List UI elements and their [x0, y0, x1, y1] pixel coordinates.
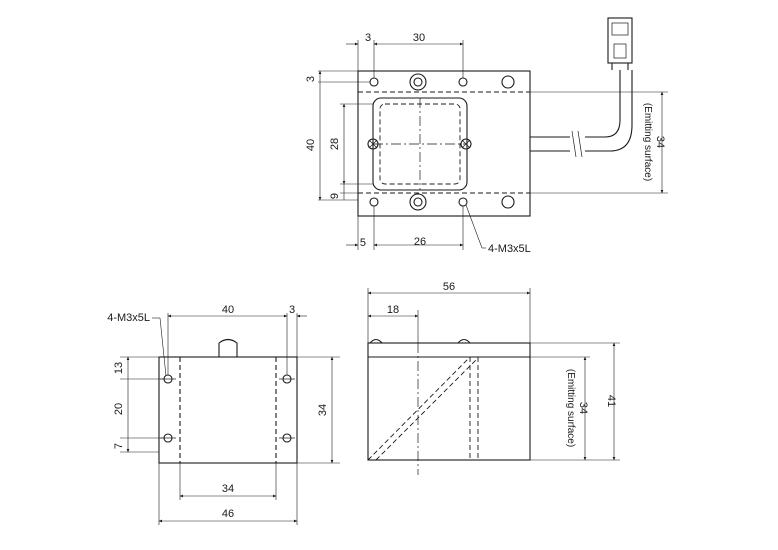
connector	[607, 17, 633, 64]
front-body-outline	[158, 356, 298, 464]
front-dim-46: 46	[222, 508, 234, 520]
side-body-outline	[367, 342, 531, 461]
mount-hole	[458, 197, 468, 207]
top-body-outline	[357, 70, 531, 217]
side-dim-18: 18	[387, 304, 399, 316]
dim-3-top: 3	[365, 32, 371, 44]
top-view: 3 30 40 3 28 9 5 26 34 (Emitting surface…	[305, 17, 668, 255]
front-dim-13: 13	[113, 362, 125, 374]
front-view: 40 3 13 20 7 34 34 46 4-M3x5L	[107, 304, 340, 525]
front-dim-40: 40	[222, 304, 234, 316]
cable	[530, 136, 570, 152]
screw-icon	[367, 138, 379, 150]
front-dim-7: 7	[113, 443, 125, 449]
dim-9: 9	[329, 193, 341, 199]
dim-34-top: 34	[654, 136, 666, 148]
front-dim-34-right: 34	[317, 404, 329, 416]
dim-40: 40	[305, 139, 317, 151]
mount-hole	[458, 77, 468, 87]
mount-hole	[369, 197, 379, 207]
dim-5: 5	[360, 237, 366, 249]
side-dim-56: 56	[443, 281, 455, 293]
emitting-surface-label: (Emitting surface)	[642, 103, 653, 181]
mount-hole	[369, 77, 379, 87]
front-dim-3: 3	[289, 304, 295, 316]
side-dim-34: 34	[577, 402, 589, 414]
front-dim-20: 20	[113, 403, 125, 415]
side-view: 56 18 34 (Emitting surface) 41	[367, 281, 620, 475]
front-dim-34-bottom: 34	[222, 483, 234, 495]
side-dim-41: 41	[605, 395, 617, 407]
thread-label-top: 4-M3x5L	[488, 243, 531, 255]
dim-28: 28	[329, 138, 341, 150]
side-emitting-surface-label: (Emitting surface)	[565, 369, 576, 447]
top-bump	[218, 338, 238, 357]
dim-26: 26	[414, 236, 426, 248]
screw-icon	[460, 138, 472, 150]
dim-3-left: 3	[305, 76, 317, 82]
dim-30: 30	[413, 32, 425, 44]
thread-label-front: 4-M3x5L	[107, 312, 150, 324]
